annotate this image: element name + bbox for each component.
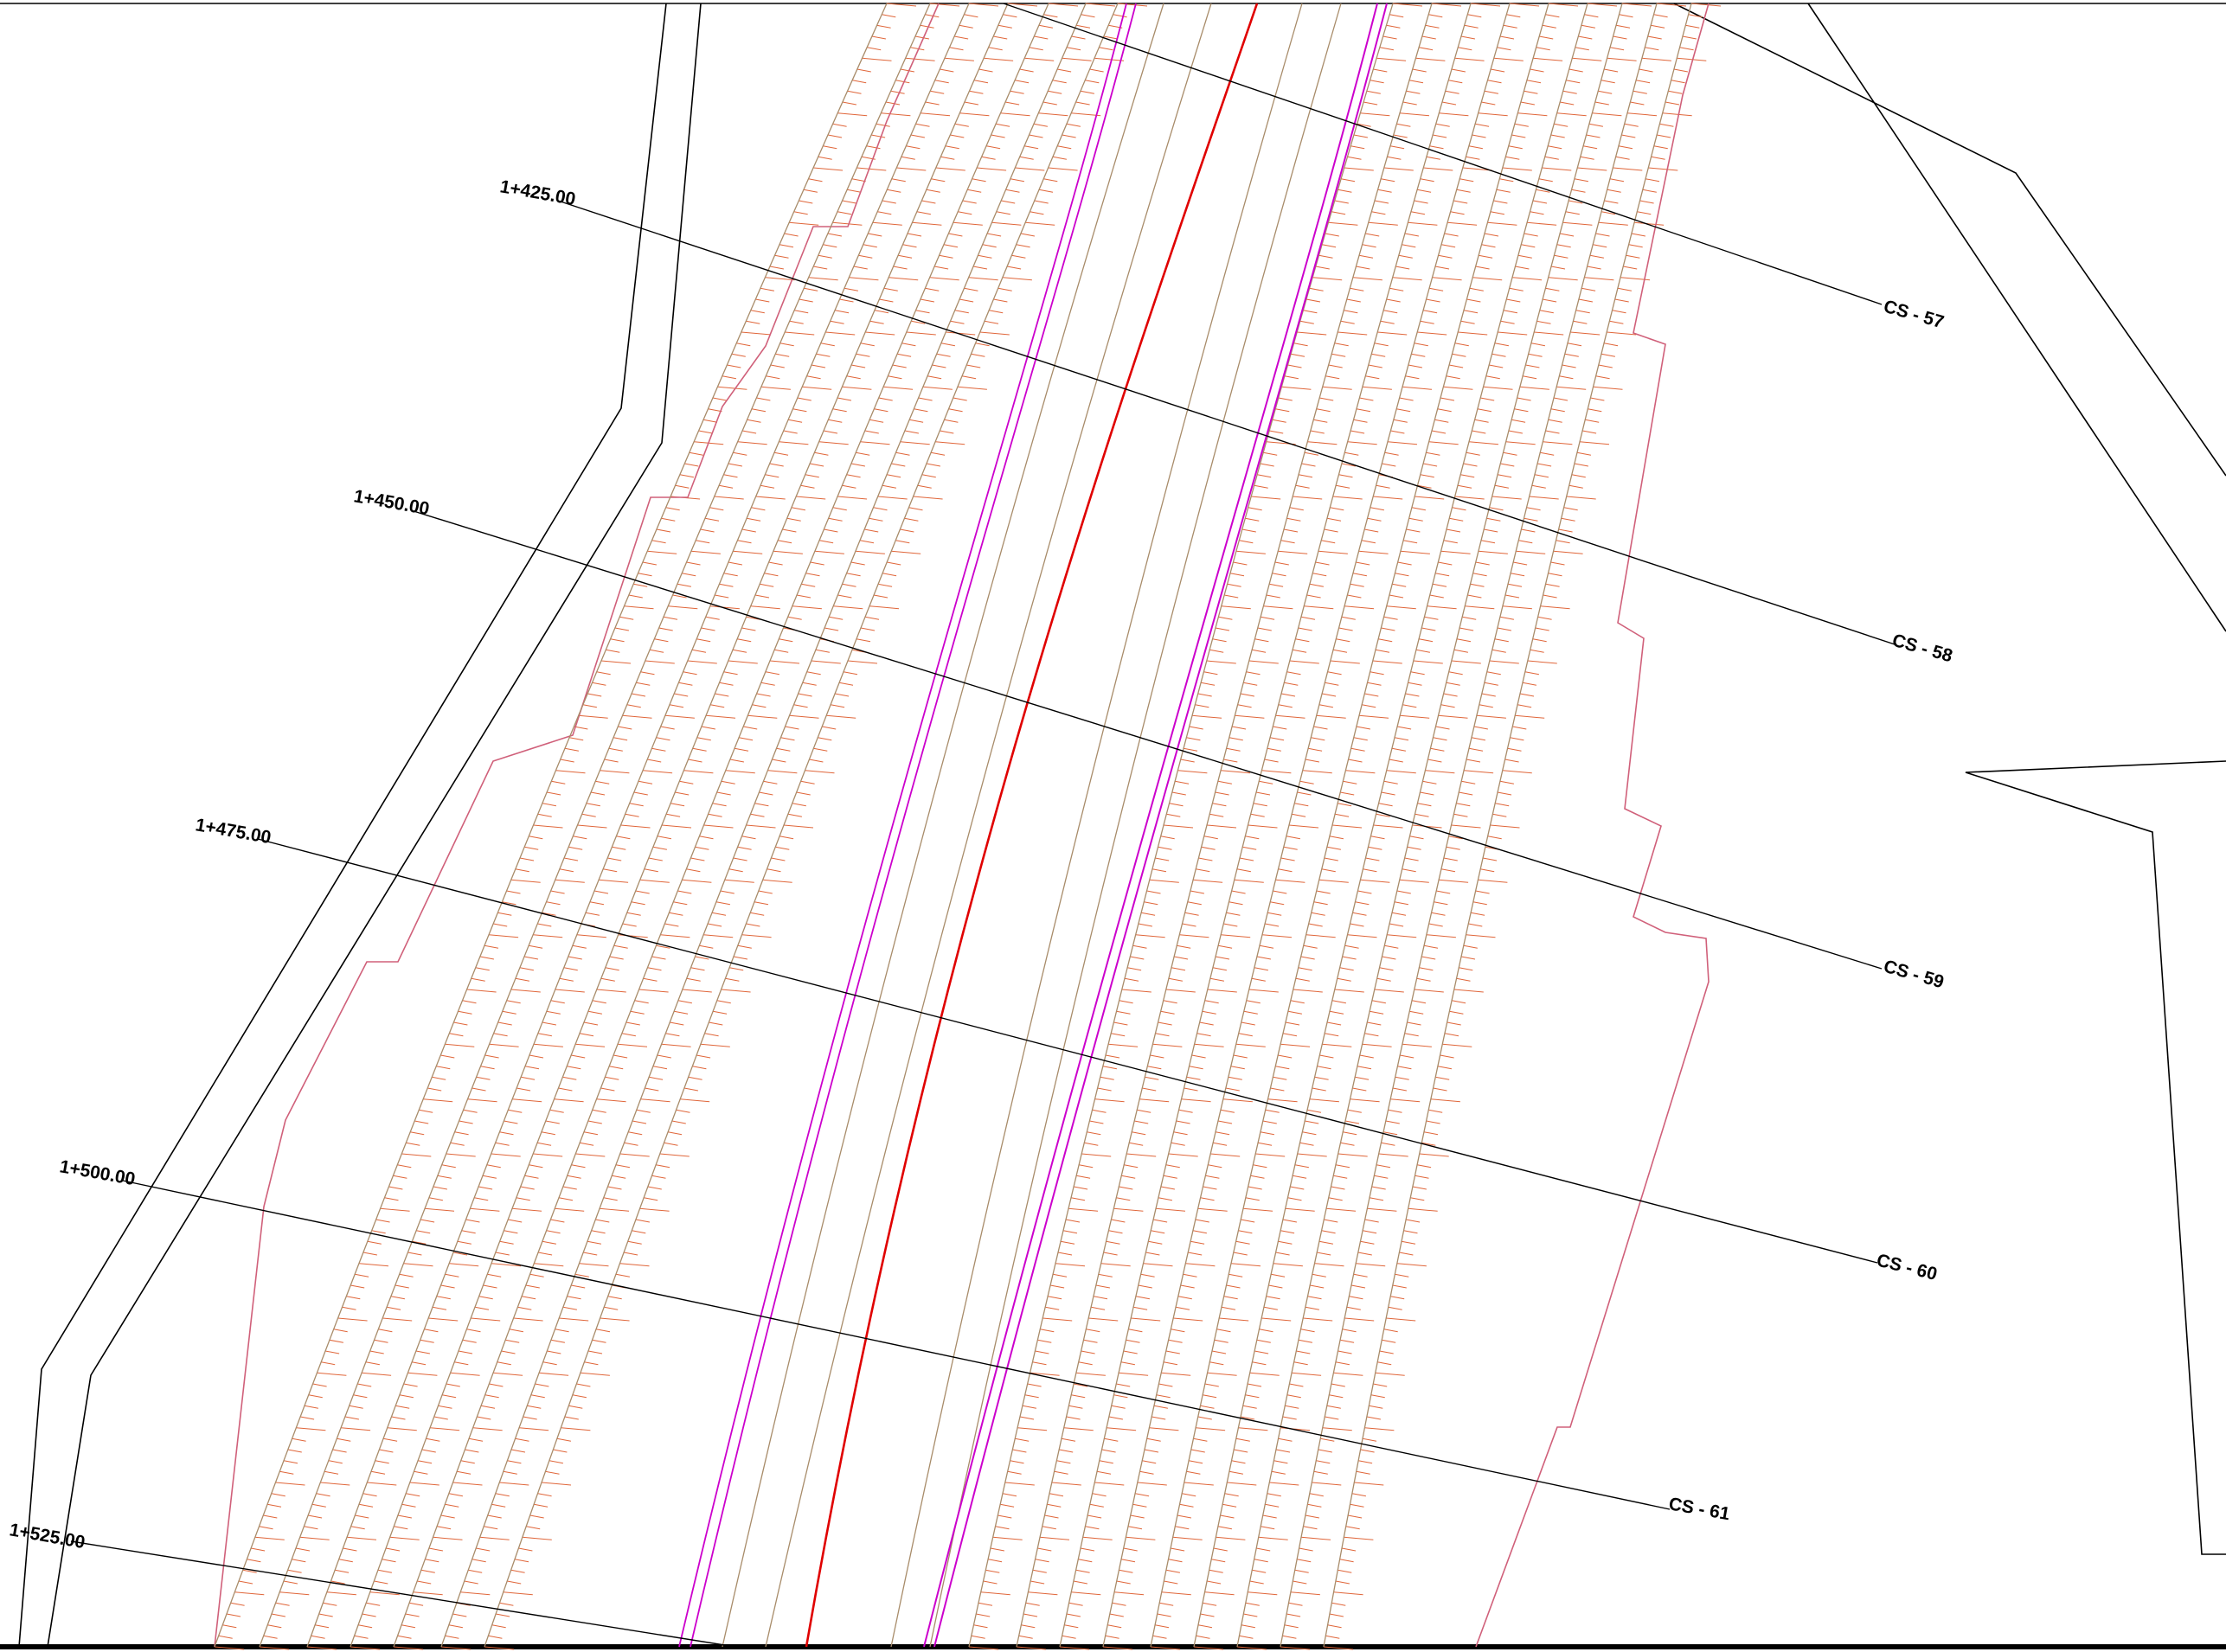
- cross-section-line-58: [557, 200, 1896, 645]
- boundary-line-a: [1673, 3, 2226, 477]
- offset-line: [1193, 3, 1588, 1648]
- slope-hatch: [1102, 3, 1540, 1650]
- cross-section-line-61: [122, 1180, 1671, 1510]
- offset-line: [306, 3, 970, 1648]
- offset-line: [722, 3, 1164, 1648]
- slope-hatch: [1150, 3, 1579, 1650]
- offset-line: [1059, 3, 1472, 1648]
- slope-hatch: [968, 3, 1423, 1650]
- existing-road-edge-right: [47, 3, 702, 1648]
- slope-hatch: [350, 3, 1038, 1650]
- offset-line: [350, 3, 1009, 1648]
- road-centerline: [805, 3, 1259, 1648]
- offset-line: [1323, 3, 1692, 1648]
- existing-road-edge-left: [18, 3, 667, 1648]
- offset-line: [765, 3, 1212, 1648]
- offset-line: [1280, 3, 1658, 1648]
- cross-section-line-60: [257, 838, 1878, 1264]
- slope-hatch: [1236, 3, 1652, 1650]
- lane-edge-left: [678, 3, 1137, 1648]
- cross-section-line-57: [1003, 3, 1883, 305]
- lane-edge-right: [923, 3, 1388, 1648]
- offset-line: [484, 3, 1119, 1648]
- offset-line: [890, 3, 1303, 1648]
- slope-hatch-strips: [214, 3, 1722, 1650]
- cross-section-line-59: [410, 509, 1883, 970]
- grading-boundary-right: [1475, 3, 1710, 1648]
- offset-line: [929, 3, 1342, 1648]
- slope-hatch: [1323, 3, 1722, 1650]
- offset-line: [393, 3, 1049, 1648]
- slope-hatch: [1016, 3, 1462, 1650]
- offset-line: [440, 3, 1087, 1648]
- offset-line: [214, 3, 888, 1648]
- slope-hatch: [259, 3, 960, 1650]
- slope-hatch: [214, 3, 917, 1650]
- boundary-line-b: [1807, 3, 2226, 632]
- offset-lines: [214, 3, 1692, 1648]
- slope-hatch: [393, 3, 1079, 1650]
- offset-line: [259, 3, 931, 1648]
- offset-line: [1016, 3, 1433, 1648]
- offset-line: [1150, 3, 1549, 1648]
- offset-line: [968, 3, 1394, 1648]
- slope-hatch: [1193, 3, 1618, 1650]
- slope-hatch: [1059, 3, 1501, 1650]
- slope-hatch: [440, 3, 1116, 1650]
- cross-section-line-1525: [70, 1540, 736, 1648]
- boundary-line-c: [1965, 760, 2226, 1555]
- offset-line: [1236, 3, 1623, 1648]
- slope-hatch: [306, 3, 999, 1650]
- grading-boundary-left: [214, 3, 940, 1648]
- offset-line: [1102, 3, 1511, 1648]
- slope-hatch: [1280, 3, 1687, 1650]
